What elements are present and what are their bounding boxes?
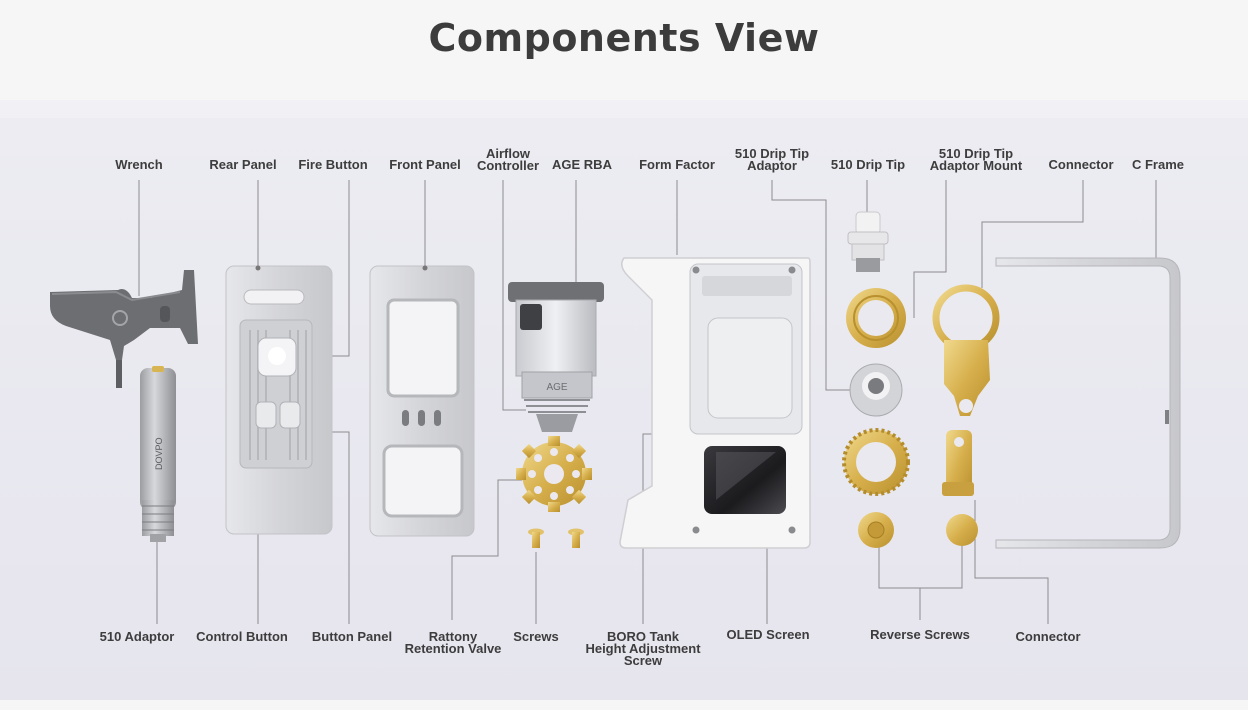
label-drip-tip-adaptor: 510 Drip Tip Adaptor	[726, 146, 818, 173]
tank-logo-text: AGE	[546, 382, 567, 393]
label-airflow-line1: Airflow	[485, 146, 531, 161]
label-button-panel: Button Panel	[311, 629, 393, 644]
label-rattony-line2: Retention Valve	[404, 641, 502, 656]
label-adaptor-mount: 510 Drip Tip Adaptor Mount	[920, 146, 1032, 173]
tube-brand-text: DOVPO	[154, 437, 164, 470]
label-age-rba: AGE RBA	[552, 157, 612, 172]
label-connector-bottom: Connector	[1015, 629, 1081, 644]
label-510-adaptor: 510 Adaptor	[99, 629, 175, 644]
label-rattony-line1: Rattony	[428, 629, 478, 644]
wrench-part	[50, 270, 198, 388]
label-drip-tip-adaptor-line1: 510 Drip Tip	[734, 146, 810, 161]
label-boro-line2: Height Adjustment	[585, 641, 701, 656]
backdrop-panel	[0, 100, 1248, 700]
rear-panel-part	[225, 265, 333, 535]
label-wrench: Wrench	[115, 157, 163, 172]
label-boro-screw: BORO Tank Height Adjustment Screw	[576, 629, 710, 668]
label-airflow-line2: Controller	[476, 158, 540, 173]
c-frame-part	[995, 257, 1181, 549]
label-adaptor-mount-line2: Adaptor Mount	[929, 158, 1023, 173]
screws-part	[528, 528, 584, 548]
reverse-screws-part	[858, 512, 978, 548]
gold-ring-part	[842, 428, 910, 496]
label-fire-button: Fire Button	[298, 157, 368, 172]
page-title: Components View	[428, 16, 820, 60]
front-panel-part	[369, 265, 475, 537]
label-connector-top: Connector	[1048, 157, 1114, 172]
label-front-panel: Front Panel	[389, 157, 461, 172]
adaptor-510-part: DOVPO	[140, 366, 176, 542]
label-control-button: Control Button	[196, 629, 288, 644]
age-rba-part: AGE	[508, 282, 604, 432]
drip-tip-adaptor-part	[849, 363, 903, 417]
label-drip-tip-adaptor-line2: Adaptor	[747, 158, 797, 173]
label-reverse-screws: Reverse Screws	[870, 627, 970, 642]
label-boro-line1: BORO Tank	[607, 629, 679, 644]
label-rear-panel: Rear Panel	[209, 157, 277, 172]
drip-tip-part	[847, 211, 889, 272]
label-airflow-controller: Airflow Controller	[468, 146, 548, 173]
rattony-valve-part	[516, 436, 592, 512]
label-boro-line3: Screw	[623, 653, 663, 668]
label-drip-tip: 510 Drip Tip	[830, 157, 906, 172]
label-screws: Screws	[513, 629, 559, 644]
label-adaptor-mount-line1: 510 Drip Tip	[938, 146, 1014, 161]
form-factor-part	[619, 257, 811, 549]
gold-bracket-part	[932, 284, 1000, 496]
label-c-frame: C Frame	[1131, 157, 1185, 172]
label-oled-screen: OLED Screen	[726, 627, 810, 642]
adaptor-mount-ring-part	[846, 288, 906, 348]
label-form-factor: Form Factor	[639, 157, 715, 172]
label-rattony-valve: Rattony Retention Valve	[398, 629, 508, 656]
